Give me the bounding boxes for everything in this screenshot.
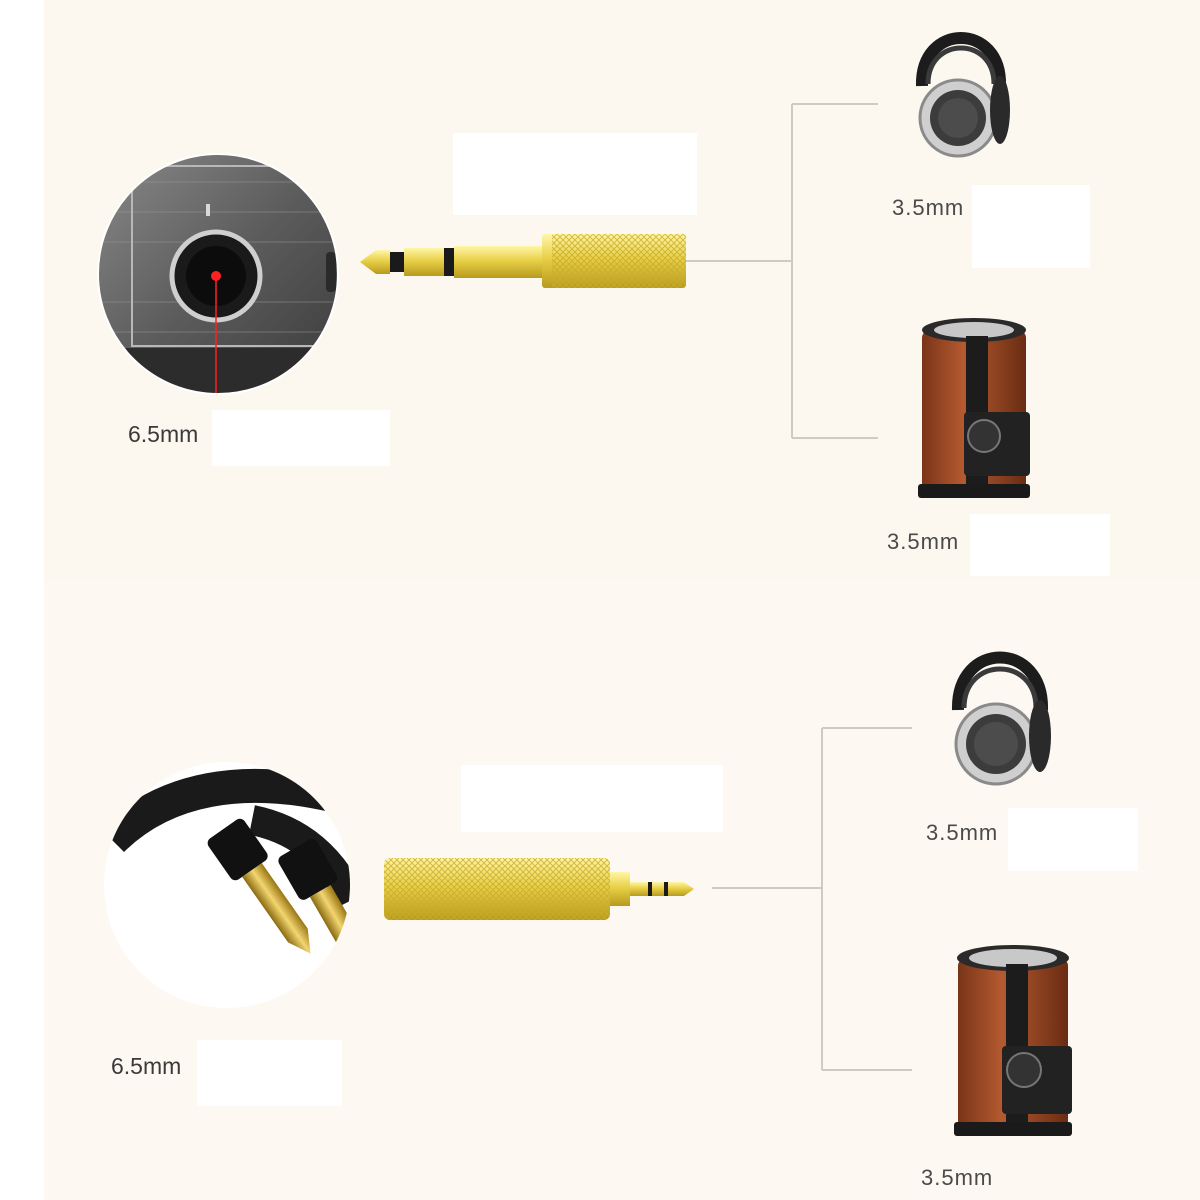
headphones-icon xyxy=(951,651,1051,786)
gold-socket-adapter-icon xyxy=(384,858,694,920)
output-label: 3.5mm xyxy=(892,195,965,220)
source-label: 6.5mm xyxy=(111,1053,182,1079)
left-margin xyxy=(0,0,44,1200)
caption-box xyxy=(197,1040,342,1106)
caption-box xyxy=(970,514,1110,576)
speaker-icon xyxy=(954,945,1072,1136)
caption-box xyxy=(212,410,390,466)
caption-box xyxy=(453,133,697,215)
gold-plug-adapter-icon xyxy=(360,234,686,288)
speaker-icon xyxy=(918,318,1030,498)
caption-box xyxy=(461,765,723,832)
headphones-icon xyxy=(915,32,1010,158)
output-label: 3.5mm xyxy=(926,820,999,845)
output-label: 3.5mm xyxy=(887,529,960,554)
caption-box xyxy=(1008,808,1138,871)
source-label: 6.5mm xyxy=(128,421,199,447)
jack-socket-icon xyxy=(97,153,339,395)
caption-box xyxy=(972,185,1090,268)
twin-plug-cable-icon xyxy=(104,762,350,1008)
output-label: 3.5mm xyxy=(921,1165,994,1190)
